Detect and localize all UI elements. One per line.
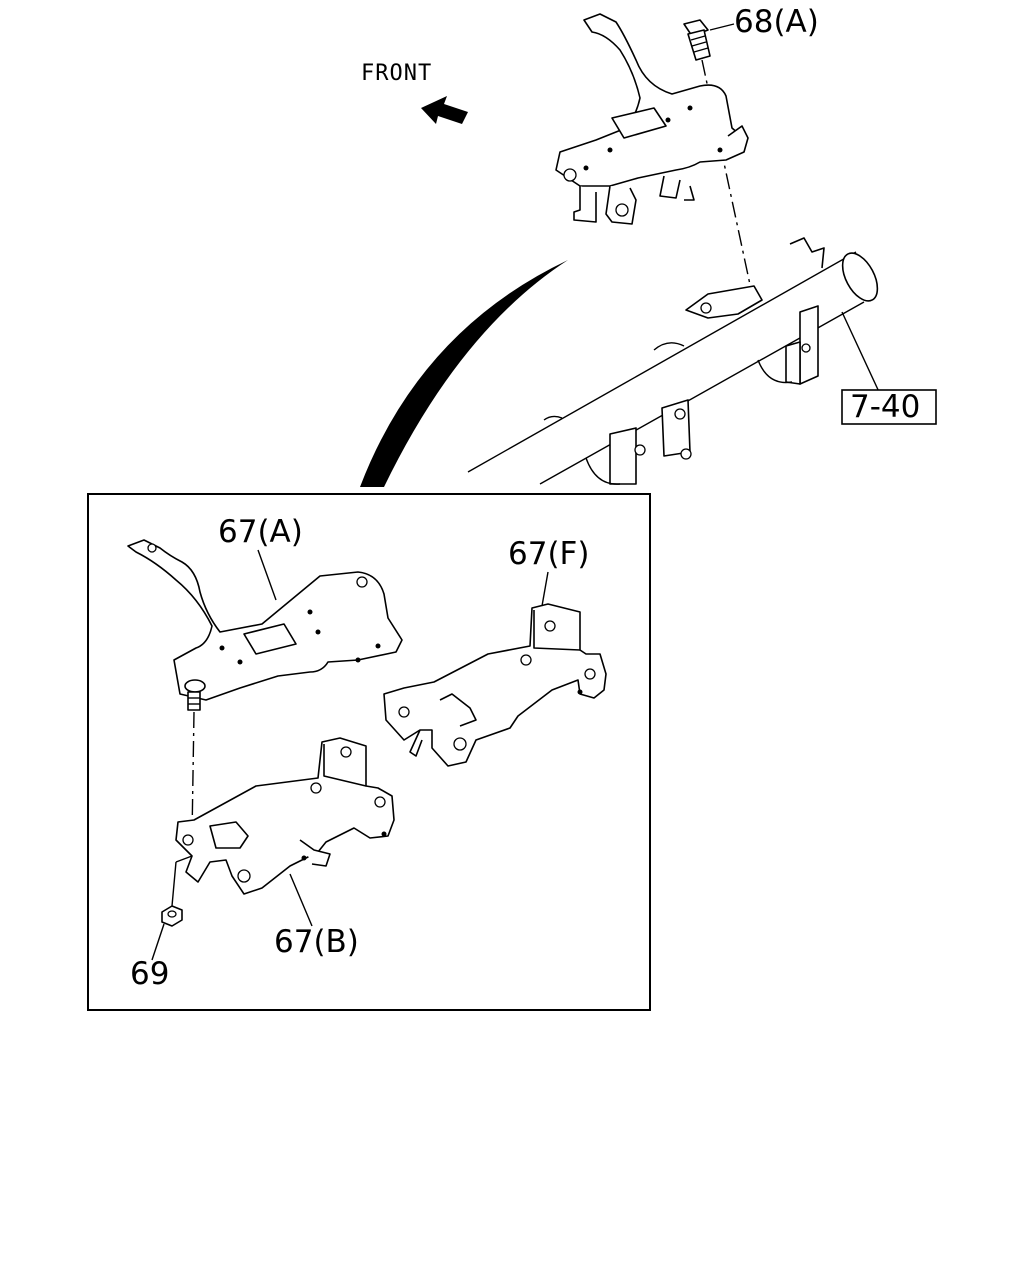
label-7-40: 7-40 [850, 389, 920, 425]
leader-67f [541, 571, 549, 607]
bracket-assembly-top [555, 13, 749, 225]
label-67b: 67(B) [274, 924, 359, 960]
front-label: FRONT [361, 61, 432, 86]
bracket-67b [175, 737, 395, 895]
leader-67a [257, 549, 277, 601]
label-68a: 68(A) [734, 4, 819, 40]
leader-7-40 [841, 311, 881, 395]
sweep-arc [360, 260, 568, 487]
bolt-68a [683, 19, 711, 61]
label-67f: 67(F) [508, 536, 589, 572]
bracket-67f [383, 603, 607, 767]
stud-67a [184, 679, 206, 711]
cross-beam [467, 237, 879, 485]
leader-68a [709, 23, 735, 31]
leader-67b [289, 873, 313, 927]
label-67a: 67(A) [218, 514, 303, 550]
stud-axis-line [191, 711, 195, 837]
ref-box [841, 389, 937, 425]
nut-69 [161, 855, 193, 927]
label-69: 69 [130, 956, 169, 992]
inset-frame [87, 493, 651, 1011]
front-arrow-icon [421, 96, 468, 124]
leader-69 [151, 923, 165, 961]
bracket-67a [127, 539, 403, 701]
